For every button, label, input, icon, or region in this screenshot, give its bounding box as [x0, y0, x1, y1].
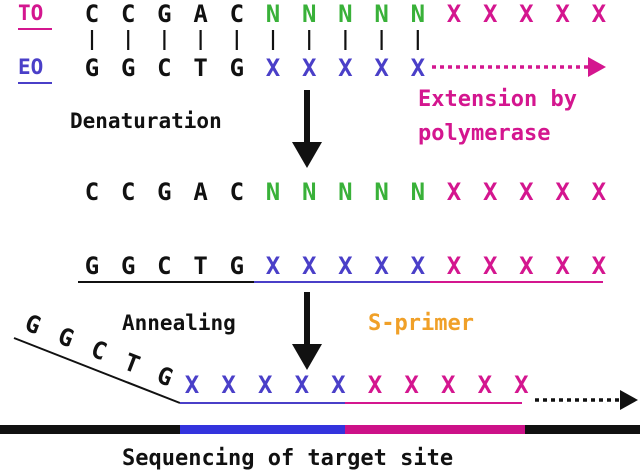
- denatured-bottom-base: X: [302, 252, 317, 280]
- annealed-base: X: [478, 371, 493, 399]
- annealing-label: Annealing: [122, 311, 236, 335]
- denatured-bottom-base: X: [338, 252, 353, 280]
- eo-base: G: [230, 54, 244, 82]
- to-base: N: [411, 0, 425, 28]
- denatured-top-base: X: [555, 178, 570, 206]
- annealed-base: X: [441, 371, 456, 399]
- annealed-base: X: [258, 371, 273, 399]
- denatured-bottom-base: T: [193, 252, 207, 280]
- denaturation-label: Denaturation: [70, 109, 222, 133]
- denatured-top-base: N: [411, 178, 425, 206]
- to-base: X: [483, 0, 498, 28]
- extension-arrow-head: [588, 57, 606, 77]
- denatured-top-base: C: [121, 178, 135, 206]
- sequencing-label: Sequencing of target site: [122, 446, 453, 471]
- eo-base: G: [85, 54, 99, 82]
- label-to: TO: [18, 1, 43, 25]
- annealed-base: X: [514, 371, 529, 399]
- to-base: N: [302, 0, 316, 28]
- primer-tail-base: G: [54, 322, 78, 353]
- sequencing-bar-blue: [180, 425, 345, 434]
- denatured-top-base: N: [302, 178, 316, 206]
- annealing-arrow: [292, 292, 322, 370]
- to-base: X: [447, 0, 462, 28]
- eo-base: G: [121, 54, 135, 82]
- to-base: X: [592, 0, 607, 28]
- denatured-bottom-base: X: [592, 252, 607, 280]
- eo-base: T: [193, 54, 207, 82]
- denatured-top-base: X: [447, 178, 462, 206]
- annealed-base: X: [331, 371, 346, 399]
- denatured-bottom-base: X: [411, 252, 426, 280]
- primer-tail-base: T: [120, 348, 144, 379]
- denaturation-arrow: [292, 90, 322, 168]
- extension-label-line2: polymerase: [418, 121, 550, 146]
- denatured-bottom-base: X: [374, 252, 389, 280]
- to-base: N: [338, 0, 352, 28]
- to-base: C: [85, 0, 99, 28]
- denatured-top-base: C: [85, 178, 99, 206]
- to-base: N: [374, 0, 388, 28]
- denatured-top-base: G: [157, 178, 171, 206]
- denatured-bottom-base: G: [85, 252, 99, 280]
- eo-base: X: [338, 54, 353, 82]
- annealed-base: X: [221, 371, 236, 399]
- sequencing-bar-black-left: [0, 425, 180, 434]
- denatured-top-base: N: [374, 178, 388, 206]
- to-base: N: [266, 0, 280, 28]
- primer-tail-base: G: [153, 361, 177, 392]
- to-base: C: [230, 0, 244, 28]
- extension-label-line1: Extension by: [418, 87, 577, 112]
- denatured-bottom-base: X: [519, 252, 534, 280]
- annealing-arrow-head: [292, 344, 322, 370]
- annealed-base: X: [368, 371, 383, 399]
- denatured-top-base: X: [483, 178, 498, 206]
- annealed-base: X: [295, 371, 310, 399]
- to-base: X: [519, 0, 534, 28]
- denatured-top-base: A: [193, 178, 208, 206]
- to-base: G: [157, 0, 171, 28]
- primer-backbone: [13, 337, 181, 404]
- denatured-bottom-base: C: [157, 252, 171, 280]
- denatured-bottom-base: G: [121, 252, 135, 280]
- eo-base: X: [302, 54, 317, 82]
- annealed-base: X: [185, 371, 200, 399]
- sequencing-extension-head: [620, 390, 638, 410]
- denatured-top-base: X: [592, 178, 607, 206]
- eo-base: X: [411, 54, 426, 82]
- to-base: C: [121, 0, 135, 28]
- sequencing-bar-black-right: [525, 425, 640, 434]
- sequencing-bar-magenta: [345, 425, 525, 434]
- to-base: X: [555, 0, 570, 28]
- s-primer-label: S-primer: [368, 311, 474, 336]
- primer-tail-base: C: [87, 335, 111, 366]
- denatured-bottom-base: X: [555, 252, 570, 280]
- denaturation-arrow-head: [292, 142, 322, 168]
- primer-tail-base: G: [21, 309, 45, 340]
- eo-base: X: [266, 54, 281, 82]
- denatured-bottom-base: X: [483, 252, 498, 280]
- denatured-top-base: N: [266, 178, 280, 206]
- eo-base: C: [157, 54, 171, 82]
- label-eo: EO: [18, 55, 43, 79]
- denatured-top-base: N: [338, 178, 352, 206]
- to-base: A: [193, 0, 208, 28]
- annealed-base: X: [404, 371, 419, 399]
- denatured-top-base: X: [519, 178, 534, 206]
- denatured-top-base: C: [230, 178, 244, 206]
- denatured-bottom-base: X: [266, 252, 281, 280]
- denatured-bottom-base: X: [447, 252, 462, 280]
- denatured-bottom-base: G: [230, 252, 244, 280]
- eo-base: X: [374, 54, 389, 82]
